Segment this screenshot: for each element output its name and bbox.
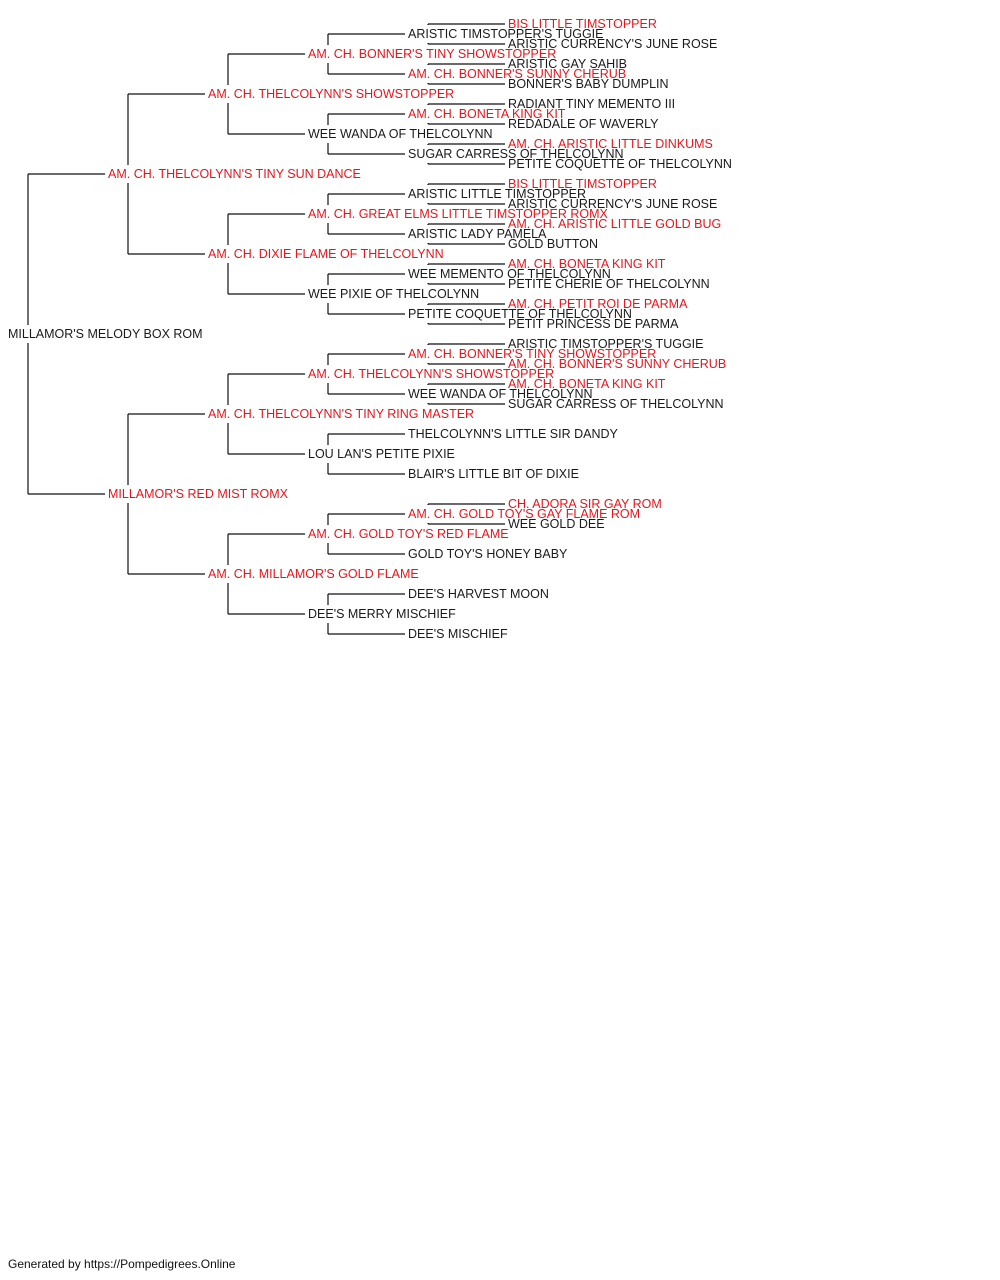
pedigree-node-gen-4[interactable]: PETITE COQUETTE OF THELCOLYNN <box>408 307 632 321</box>
pedigree-node-gen-4[interactable]: THELCOLYNN'S LITTLE SIR DANDY <box>408 427 619 441</box>
pedigree-node-gen-5[interactable]: ARISTIC TIMSTOPPER'S TUGGIE <box>508 337 703 351</box>
pedigree-node-gen-5[interactable]: ARISTIC GAY SAHIB <box>508 57 627 71</box>
pedigree-node-gen-3[interactable]: WEE PIXIE OF THELCOLYNN <box>308 287 479 301</box>
pedigree-node-gen-4[interactable]: ARISTIC LADY PAMELA <box>408 227 547 241</box>
pedigree-node-gen-5[interactable]: RADIANT TINY MEMENTO III <box>508 97 675 111</box>
pedigree-node-gen-4[interactable]: WEE WANDA OF THELCOLYNN <box>408 387 593 401</box>
pedigree-node-gen-1[interactable]: AM. CH. THELCOLYNN'S TINY SUN DANCE <box>108 167 361 181</box>
pedigree-node-gen-5[interactable]: CH. ADORA SIR GAY ROM <box>508 497 662 511</box>
pedigree-node-gen-4[interactable]: AM. CH. BONETA KING KIT <box>408 107 566 121</box>
pedigree-node-gen-5[interactable]: ARISTIC CURRENCY'S JUNE ROSE <box>508 37 717 51</box>
pedigree-node-gen-4[interactable]: WEE MEMENTO OF THELCOLYNN <box>408 267 611 281</box>
pedigree-node-gen-5[interactable]: SUGAR CARRESS OF THELCOLYNN <box>508 397 724 411</box>
pedigree-node-gen-3[interactable]: AM. CH. THELCOLYNN'S SHOWSTOPPER <box>308 367 554 381</box>
pedigree-node-gen-2[interactable]: AM. CH. THELCOLYNN'S TINY RING MASTER <box>208 407 474 421</box>
pedigree-node-gen-3[interactable]: AM. CH. GREAT ELMS LITTLE TIMSTOPPER ROM… <box>308 207 608 221</box>
pedigree-node-gen-5[interactable]: AM. CH. BONETA KING KIT <box>508 257 666 271</box>
pedigree-node-gen-5[interactable]: PETITE CHERIE OF THELCOLYNN <box>508 277 710 291</box>
pedigree-node-gen-4[interactable]: ARISTIC TIMSTOPPER'S TUGGIE <box>408 27 603 41</box>
pedigree-node-gen-3[interactable]: WEE WANDA OF THELCOLYNN <box>308 127 493 141</box>
pedigree-node-gen-4[interactable]: DEE'S MISCHIEF <box>408 627 508 641</box>
pedigree-node-gen-3[interactable]: AM. CH. GOLD TOY'S RED FLAME <box>308 527 509 541</box>
pedigree-node-gen-5[interactable]: REDADALE OF WAVERLY <box>508 117 659 131</box>
pedigree-node-gen-4[interactable]: BLAIR'S LITTLE BIT OF DIXIE <box>408 467 579 481</box>
pedigree-node-gen-5[interactable]: GOLD BUTTON <box>508 237 598 251</box>
pedigree-node-gen-4[interactable]: SUGAR CARRESS OF THELCOLYNN <box>408 147 624 161</box>
pedigree-node-gen-1[interactable]: MILLAMOR'S RED MIST ROMX <box>108 487 289 501</box>
pedigree-node-gen-5[interactable]: AM. CH. ARISTIC LITTLE DINKUMS <box>508 137 713 151</box>
pedigree-node-gen-5[interactable]: ARISTIC CURRENCY'S JUNE ROSE <box>508 197 717 211</box>
pedigree-node-gen-5[interactable]: AM. CH. PETIT ROI DE PARMA <box>508 297 688 311</box>
pedigree-node-gen-5[interactable]: AM. CH. BONNER'S SUNNY CHERUB <box>508 357 726 371</box>
pedigree-node-gen-3[interactable]: DEE'S MERRY MISCHIEF <box>308 607 456 621</box>
pedigree-node-gen-5[interactable]: WEE GOLD DEE <box>508 517 605 531</box>
pedigree-node-gen-2[interactable]: AM. CH. DIXIE FLAME OF THELCOLYNN <box>208 247 444 261</box>
pedigree-node-gen-5[interactable]: BIS LITTLE TIMSTOPPER <box>508 177 657 191</box>
pedigree-node-gen-5[interactable]: BIS LITTLE TIMSTOPPER <box>508 17 657 31</box>
pedigree-node-gen-5[interactable]: AM. CH. ARISTIC LITTLE GOLD BUG <box>508 217 721 231</box>
pedigree-node-gen-3[interactable]: AM. CH. BONNER'S TINY SHOWSTOPPER <box>308 47 556 61</box>
pedigree-node-gen-2[interactable]: AM. CH. MILLAMOR'S GOLD FLAME <box>208 567 419 581</box>
pedigree-node-gen-4[interactable]: ARISTIC LITTLE TIMSTOPPER <box>408 187 586 201</box>
pedigree-node-gen-5[interactable]: PETITE COQUETTE OF THELCOLYNN <box>508 157 732 171</box>
pedigree-node-gen-2[interactable]: AM. CH. THELCOLYNN'S SHOWSTOPPER <box>208 87 454 101</box>
pedigree-node-gen-4[interactable]: AM. CH. BONNER'S TINY SHOWSTOPPER <box>408 347 656 361</box>
pedigree-node-gen-5[interactable]: AM. CH. BONETA KING KIT <box>508 377 666 391</box>
pedigree-node-gen-4[interactable]: AM. CH. GOLD TOY'S GAY FLAME ROM <box>408 507 640 521</box>
pedigree-node-gen-0[interactable]: MILLAMOR'S MELODY BOX ROM <box>8 327 203 341</box>
pedigree-node-gen-5[interactable]: PETIT PRINCESS DE PARMA <box>508 317 679 331</box>
pedigree-node-gen-4[interactable]: DEE'S HARVEST MOON <box>408 587 549 601</box>
pedigree-node-gen-4[interactable]: AM. CH. BONNER'S SUNNY CHERUB <box>408 67 626 81</box>
footer-credit: Generated by https://Pompedigrees.Online <box>8 1257 236 1271</box>
pedigree-node-gen-5[interactable]: BONNER'S BABY DUMPLIN <box>508 77 669 91</box>
pedigree-node-gen-3[interactable]: LOU LAN'S PETITE PIXIE <box>308 447 455 461</box>
pedigree-node-gen-4[interactable]: GOLD TOY'S HONEY BABY <box>408 547 568 561</box>
